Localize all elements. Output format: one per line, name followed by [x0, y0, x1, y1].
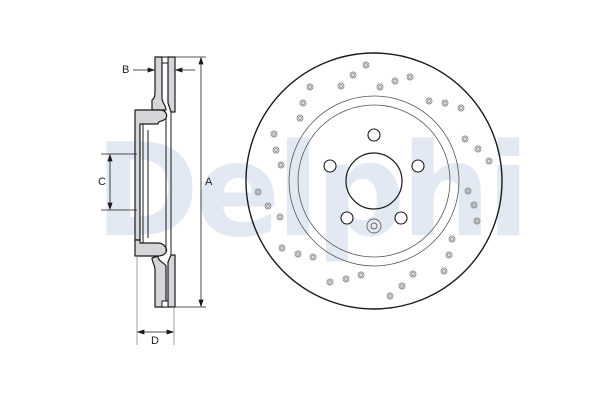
- label-b: B: [122, 64, 130, 76]
- bolt-holes: [323, 128, 425, 225]
- disc-outer-edge: [245, 52, 503, 310]
- dimension-d: [136, 256, 175, 345]
- delphi-watermark: Delphi: [95, 117, 530, 266]
- centre-bore: [345, 152, 403, 210]
- label-d: D: [151, 335, 159, 347]
- cross-drilled-holes: [254, 61, 493, 300]
- dimension-b: [133, 67, 195, 73]
- friction-plate-left-bottom: [151, 255, 167, 308]
- hat-section: [134, 109, 168, 241]
- dimension-c: [101, 153, 137, 211]
- friction-ring-inner-edge: [288, 95, 460, 267]
- locating-hole: [366, 218, 382, 234]
- friction-plate-right-top: [167, 56, 176, 113]
- hat-outer-edge: [297, 104, 451, 258]
- label-a: A: [205, 176, 213, 188]
- friction-plate-right-bottom: [167, 254, 176, 308]
- dimension-a: [175, 56, 206, 308]
- label-c: C: [98, 176, 106, 188]
